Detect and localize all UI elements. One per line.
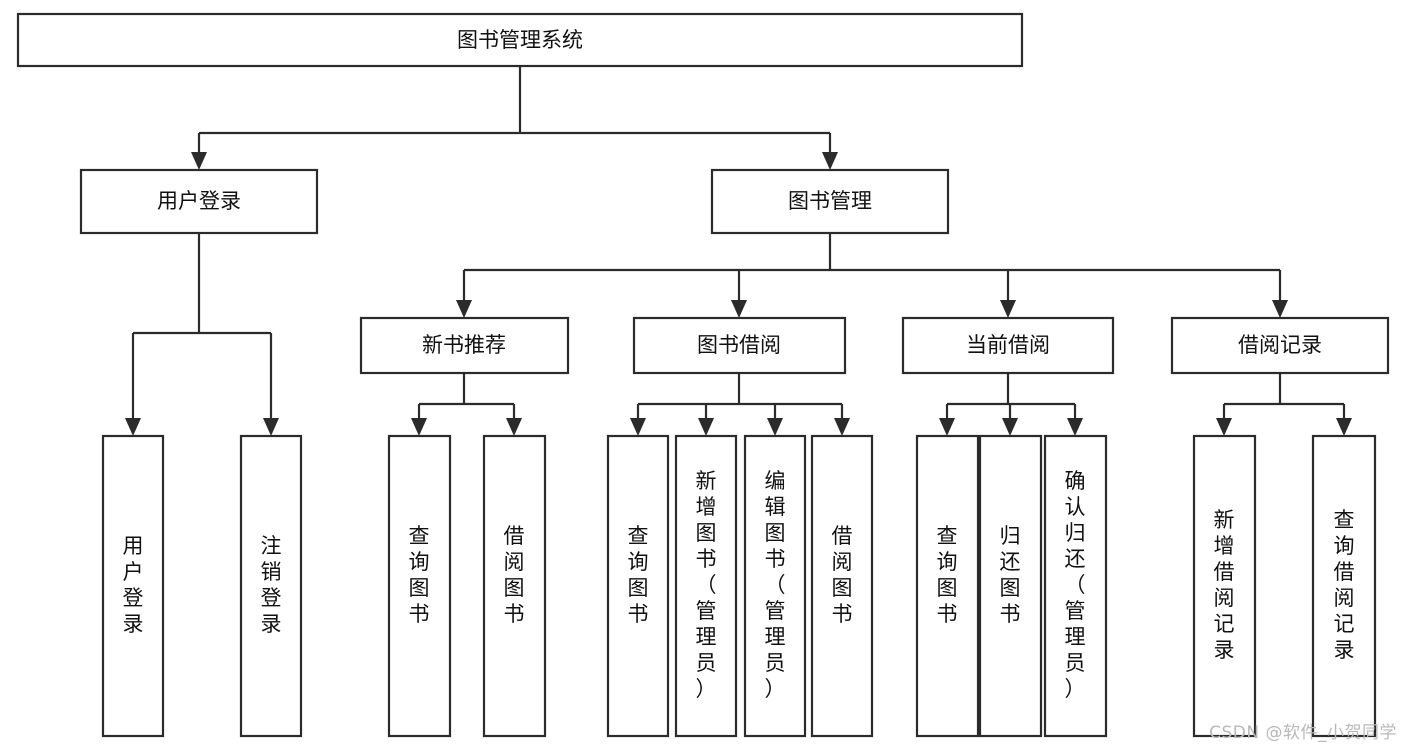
arrow-head-leaf-records-2 [1336,418,1352,436]
arrow-head-leaf-user-login-2 [263,418,279,436]
leaf-node-current-query-box[interactable] [915,434,980,738]
node-root-label: 图书管理系统 [457,28,583,52]
leaf-node-current-confirm-return[interactable]: 确认归还（管理员） [1043,434,1108,738]
leaf-node-user-login-login-box[interactable] [101,434,165,738]
leaf-node-borrow-add[interactable]: 新增图书（管理员） [674,434,738,738]
leaf-node-borrow-query[interactable]: 查询图书 [606,434,670,738]
arrow-head-leaf-current-3 [1067,418,1083,436]
leaf-node-current-return-label: 归还图书 [1000,524,1021,626]
csdn-watermark: CSDN @软件_小贺同学 [1209,723,1397,743]
arrow-head-leaf-records-1 [1216,418,1232,436]
leaf-node-current-query[interactable]: 查询图书 [915,434,980,738]
arrow-head-new-books [456,300,472,318]
node-user-login-label: 用户登录 [157,189,241,213]
arrow-head-leaf-book-borrow-4 [834,418,850,436]
node-book-management[interactable]: 图书管理 [710,168,950,235]
leaf-node-current-query-label: 查询图书 [937,524,958,626]
leaf-node-new-books-query-label: 查询图书 [409,524,430,626]
arrow-head-leaf-book-borrow-3 [767,418,783,436]
leaf-node-records-add-label: 新增借阅记录 [1214,508,1235,662]
leaf-node-current-return[interactable]: 归还图书 [978,434,1043,738]
leaf-node-borrow-add-label: 新增图书（管理员） [696,469,717,701]
arrow-head-leaf-current-2 [1002,418,1018,436]
node-book-borrow[interactable]: 图书借阅 [632,316,847,375]
leaf-node-new-books-borrow[interactable]: 借阅图书 [482,434,547,738]
arrow-head-leaf-new-books-2 [506,418,522,436]
arrow-head-leaf-book-borrow-2 [698,418,714,436]
arrow-head-book-mgmt [822,152,838,170]
leaf-node-user-login-login[interactable]: 用户登录 [101,434,165,738]
leaf-node-current-confirm-return-label: 确认归还（管理员） [1065,469,1086,701]
leaf-node-current-confirm-return-box[interactable] [1043,434,1108,738]
leaf-node-borrow-lend[interactable]: 借阅图书 [810,434,874,738]
node-new-book-recommend-box[interactable] [359,316,570,375]
leaf-node-borrow-query-box[interactable] [606,434,670,738]
connector-layer [125,66,1352,436]
node-user-login-box[interactable] [79,168,319,235]
node-user-login[interactable]: 用户登录 [79,168,319,235]
arrow-head-borrow-records [1272,300,1288,318]
leaf-node-borrow-edit-box[interactable] [743,434,807,738]
node-current-borrow-box[interactable] [901,316,1115,375]
leaf-node-borrow-lend-box[interactable] [810,434,874,738]
arrow-head-book-borrow [731,300,747,318]
node-new-book-recommend-label: 新书推荐 [422,333,506,357]
leaf-node-new-books-borrow-box[interactable] [482,434,547,738]
leaf-node-borrow-edit-label: 编辑图书（管理员） [765,469,786,701]
node-root-box[interactable] [16,12,1024,68]
node-current-borrow-label: 当前借阅 [966,333,1050,357]
leaf-node-new-books-query-box[interactable] [387,434,452,738]
node-book-borrow-box[interactable] [632,316,847,375]
arrow-head-user-login [191,152,207,170]
leaf-node-new-books-query[interactable]: 查询图书 [387,434,452,738]
leaf-node-records-query[interactable]: 查询借阅记录 [1311,434,1377,738]
node-borrow-records[interactable]: 借阅记录 [1170,316,1390,375]
node-borrow-records-box[interactable] [1170,316,1390,375]
leaf-node-user-login-logout-box[interactable] [239,434,303,738]
leaf-node-borrow-add-box[interactable] [674,434,738,738]
node-book-borrow-label: 图书借阅 [697,333,781,357]
leaf-node-records-query-label: 查询借阅记录 [1334,508,1355,662]
arrow-head-current-borrow [1000,300,1016,318]
arrow-head-leaf-current-1 [939,418,955,436]
leaf-node-new-books-borrow-label: 借阅图书 [504,524,525,626]
leaf-node-records-add-box[interactable] [1192,434,1257,738]
node-root[interactable]: 图书管理系统 [16,12,1024,68]
node-current-borrow[interactable]: 当前借阅 [901,316,1115,375]
leaf-node-user-login-logout-label: 注销登录 [261,534,282,636]
leaf-node-current-return-box[interactable] [978,434,1043,738]
leaf-node-user-login-login-label: 用户登录 [123,534,144,636]
node-book-management-label: 图书管理 [788,189,872,213]
leaf-node-user-login-logout[interactable]: 注销登录 [239,434,303,738]
leaf-node-records-add[interactable]: 新增借阅记录 [1192,434,1257,738]
leaf-node-borrow-lend-label: 借阅图书 [832,524,853,626]
arrow-head-leaf-user-login-1 [125,418,141,436]
arrow-head-leaf-book-borrow-1 [630,418,646,436]
leaf-node-borrow-edit[interactable]: 编辑图书（管理员） [743,434,807,738]
node-book-management-box[interactable] [710,168,950,235]
node-borrow-records-label: 借阅记录 [1238,333,1322,357]
leaf-node-borrow-query-label: 查询图书 [628,524,649,626]
node-new-book-recommend[interactable]: 新书推荐 [359,316,570,375]
arrow-head-leaf-new-books-1 [411,418,427,436]
leaf-node-records-query-box[interactable] [1311,434,1377,738]
